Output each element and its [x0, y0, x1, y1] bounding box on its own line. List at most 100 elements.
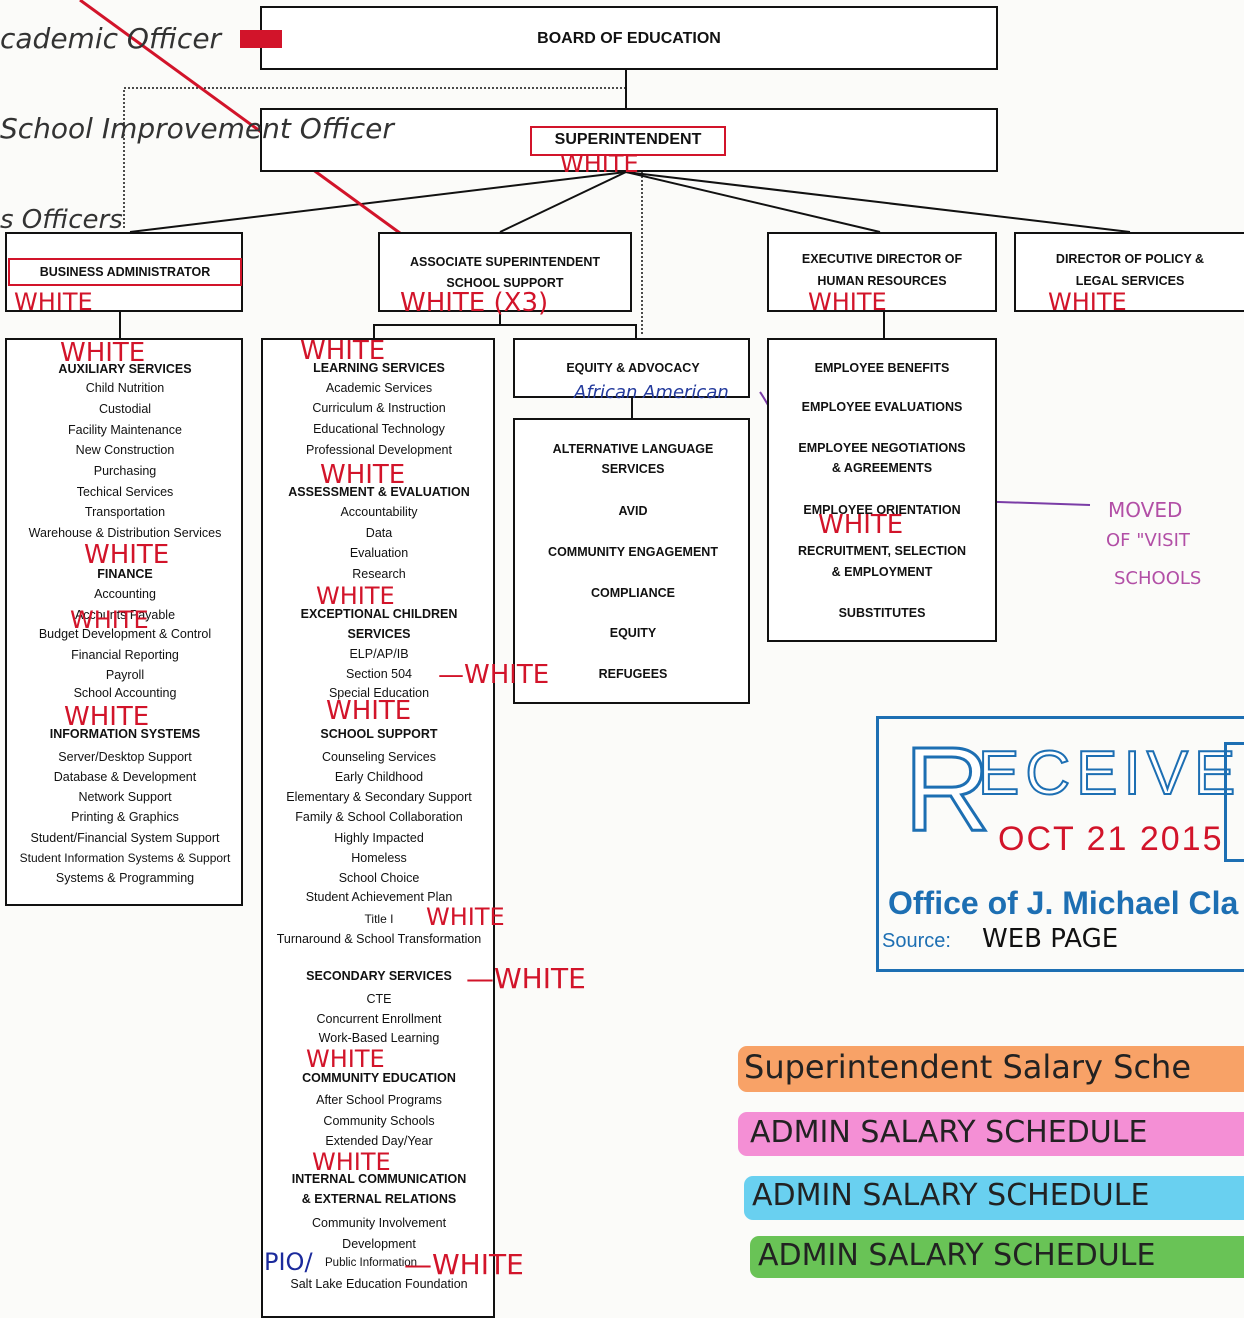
- stamp-source-value: WEB PAGE: [982, 924, 1119, 954]
- note-school-improvement: School Improvement Officer: [0, 112, 394, 145]
- note-moved-1: MOVED: [1108, 498, 1183, 522]
- auxiliary-header: AUXILIARY SERVICES: [58, 362, 192, 376]
- note-academic-officer: cademic Officer: [0, 22, 222, 55]
- hr-item: EMPLOYEE BENEFITS: [814, 361, 950, 375]
- note-moved-2: OF "VISIT: [1106, 530, 1190, 551]
- equity-item: COMPLIANCE: [590, 586, 676, 600]
- hr-item: RECRUITMENT, SELECTION: [797, 544, 967, 558]
- equity-item: SERVICES: [601, 462, 665, 476]
- list-item: Research: [352, 567, 406, 581]
- exec-dir-box: [767, 232, 997, 312]
- exceptional-header-2: SERVICES: [347, 627, 411, 641]
- assoc-super-title-2: SCHOOL SUPPORT: [446, 276, 564, 290]
- list-item: Database & Development: [53, 770, 197, 784]
- hr-item: SUBSTITUTES: [838, 606, 926, 620]
- list-item: Server/Desktop Support: [58, 750, 192, 764]
- list-item: Turnaround & School Transformation: [276, 932, 482, 946]
- info-systems-header: INFORMATION SYSTEMS: [49, 727, 201, 741]
- legend-blue: [744, 1176, 1244, 1220]
- note-moved-3: SCHOOLS: [1114, 568, 1202, 589]
- note-pio: PIO/: [264, 1248, 313, 1276]
- legend-orange: [738, 1046, 1244, 1092]
- list-item: Section 504: [345, 667, 413, 681]
- list-item: Systems & Programming: [55, 871, 195, 885]
- list-item: Custodial: [98, 402, 152, 416]
- internal-header-2: & EXTERNAL RELATIONS: [301, 1192, 457, 1206]
- business-admin-box: [5, 232, 243, 312]
- list-item: Purchasing: [93, 464, 157, 478]
- note-white-business: WHITE: [14, 288, 93, 316]
- note-white-exceptional: WHITE: [316, 582, 395, 610]
- board-title: BOARD OF EDUCATION: [537, 30, 721, 47]
- exceptional-header-1: EXCEPTIONAL CHILDREN: [300, 607, 458, 621]
- stamp-date: OCT 21 2015: [998, 820, 1224, 858]
- hr-item: & EMPLOYMENT: [831, 565, 933, 579]
- note-officers: s Officers: [0, 205, 123, 235]
- note-white-orientation: WHITE: [818, 510, 904, 540]
- note-white-special-ed: —WHITE: [438, 660, 550, 690]
- list-item: Community Involvement: [311, 1216, 447, 1230]
- list-item: Data: [365, 526, 393, 540]
- equity-item: REFUGEES: [598, 667, 668, 681]
- list-item: ELP/AP/IB: [349, 647, 409, 661]
- list-item: Early Childhood: [334, 770, 424, 784]
- secondary-header: SECONDARY SERVICES: [306, 969, 452, 983]
- list-item: Printing & Graphics: [71, 810, 179, 824]
- equity-header-box: [513, 338, 750, 398]
- list-item: Facility Maintenance: [68, 423, 182, 437]
- equity-item: EQUITY: [609, 626, 657, 640]
- list-item: Public Information: [325, 1257, 418, 1269]
- superintendent-title: SUPERINTENDENT: [554, 131, 702, 148]
- list-item: Accounting: [94, 587, 156, 601]
- school-support-header: SCHOOL SUPPORT: [320, 727, 438, 741]
- received-stamp: [876, 716, 1244, 972]
- stamp-source-label: Source:: [882, 930, 951, 952]
- list-item: Special Education: [328, 686, 430, 700]
- list-item: Warehouse & Distribution Services: [28, 526, 222, 540]
- list-item: Transportation: [84, 505, 166, 519]
- finance-header: FINANCE: [97, 567, 153, 581]
- list-item: Financial Reporting: [71, 648, 179, 662]
- list-item: Work-Based Learning: [318, 1031, 440, 1045]
- list-item: Evaluation: [349, 546, 409, 560]
- learning-header: LEARNING SERVICES: [313, 361, 445, 375]
- note-white-community-ed: WHITE: [306, 1045, 385, 1073]
- list-item: Salt Lake Education Foundation: [290, 1277, 468, 1291]
- equity-item: COMMUNITY ENGAGEMENT: [548, 545, 718, 559]
- list-item: Budget Development & Control: [38, 627, 212, 641]
- list-item: Network Support: [78, 790, 172, 804]
- list-item: School Choice: [338, 871, 420, 885]
- list-item: Community Schools: [323, 1114, 435, 1128]
- list-item: After School Programs: [316, 1093, 442, 1107]
- note-white-learning: WHITE: [300, 336, 386, 366]
- list-item: Title I: [364, 912, 394, 926]
- list-item: Payroll: [105, 668, 145, 682]
- list-item: Counseling Services: [322, 750, 436, 764]
- legend-pink: [738, 1112, 1244, 1156]
- legend-green-label: ADMIN SALARY SCHEDULE: [758, 1238, 1156, 1273]
- assessment-header: ASSESSMENT & EVALUATION: [288, 485, 470, 499]
- hr-item: EMPLOYEE NEGOTIATIONS: [798, 441, 966, 455]
- note-african-american: African American: [574, 382, 729, 403]
- hr-item: EMPLOYEE ORIENTATION: [803, 503, 961, 517]
- list-item: Academic Services: [325, 381, 433, 395]
- superintendent-red-frame: [530, 126, 726, 156]
- list-item: CTE: [366, 992, 392, 1006]
- note-white-auxiliary: WHITE: [60, 338, 146, 368]
- note-white-info: WHITE: [64, 702, 150, 732]
- list-item: Educational Technology: [313, 422, 445, 436]
- legend-pink-label: ADMIN SALARY SCHEDULE: [750, 1115, 1148, 1150]
- stamp-received-word: ECEIVE: [977, 738, 1242, 809]
- community-ed-header: COMMUNITY EDUCATION: [302, 1071, 456, 1085]
- list-item: Concurrent Enrollment: [316, 1012, 442, 1026]
- note-white-finance: WHITE: [84, 540, 170, 570]
- list-item: Professional Development: [306, 443, 452, 457]
- dir-policy-title-2: LEGAL SERVICES: [1075, 274, 1185, 288]
- note-white-exec: WHITE: [808, 288, 887, 316]
- left-column-box: [5, 338, 243, 906]
- equity-list-box: [513, 418, 750, 704]
- hr-item: & AGREEMENTS: [831, 461, 933, 475]
- list-item: Highly Impacted: [334, 831, 424, 845]
- note-white-super: WHITE: [560, 150, 639, 178]
- list-item: Extended Day/Year: [325, 1134, 433, 1148]
